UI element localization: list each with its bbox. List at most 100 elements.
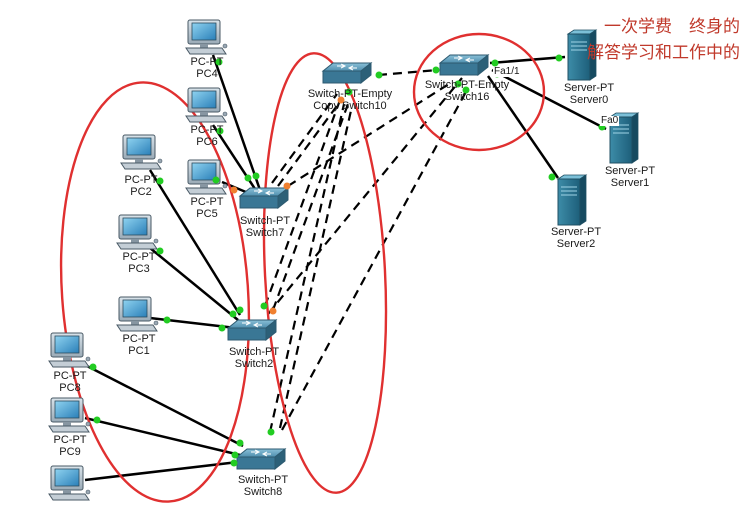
switch8-icon[interactable] (236, 448, 286, 470)
link-status-lights (89, 54, 606, 467)
server2-icon[interactable] (557, 174, 587, 226)
switch8-name: Switch8 (243, 486, 283, 498)
xlink-switch7-switch10b[interactable] (277, 98, 343, 187)
pc3-icon[interactable] (116, 214, 159, 250)
switch10-label: Switch-PT-Empty Copy Switch10 (308, 88, 392, 112)
switch8-label: Switch-PT Switch8 (238, 474, 288, 498)
link-light (260, 302, 268, 310)
link-light (555, 54, 563, 62)
server2-type: Server-PT (550, 226, 602, 238)
link-light (93, 416, 101, 424)
server0-label: Server-PT Server0 (564, 82, 614, 106)
xlink-switch7-switch10a[interactable] (271, 93, 338, 184)
link-light (345, 88, 353, 96)
pc2-icon[interactable] (120, 134, 163, 170)
pc8-type: PC-PT (53, 370, 87, 382)
switch7-icon[interactable] (239, 187, 289, 209)
xlink-switch2-switch10a[interactable] (263, 99, 342, 307)
link-switch16-server0[interactable] (489, 55, 566, 65)
pc2-type: PC-PT (124, 174, 158, 186)
pc8-name: PC8 (59, 382, 81, 394)
link-light-pending (337, 96, 345, 104)
server2-name: Server2 (556, 238, 596, 250)
link-pc9-switch8[interactable] (84, 416, 241, 457)
pc4-icon[interactable] (185, 19, 228, 55)
link-light (236, 306, 244, 314)
switch16-type: Switch-PT-Empty (424, 79, 510, 91)
pc5-type: PC-PT (190, 196, 224, 208)
xlink-switch10-switch16[interactable] (377, 68, 439, 77)
switch16-name: Switch16 (444, 91, 490, 103)
link-light (230, 459, 238, 467)
pc8-icon[interactable] (48, 332, 91, 368)
switch2-type: Switch-PT (228, 346, 280, 358)
annotation-ellipse-distribution (262, 52, 388, 494)
link-light (229, 310, 237, 318)
annotation-ellipse-access (59, 81, 251, 503)
pc3-label: PC-PT PC3 (123, 251, 156, 275)
pc4-type: PC-PT (190, 56, 224, 68)
switch10-type: Switch-PT-Empty (307, 88, 393, 100)
link-pc3-switch2[interactable] (149, 247, 239, 321)
switch16-icon[interactable] (439, 54, 489, 76)
pc6-icon[interactable] (185, 87, 228, 123)
xlink-switch7-switch16[interactable] (287, 81, 453, 187)
switch16-label: Switch-PT-Empty Switch16 (425, 79, 509, 103)
link-light (212, 176, 220, 184)
switch2-label: Switch-PT Switch2 (229, 346, 279, 370)
pc9-icon[interactable] (48, 397, 91, 433)
pc6-label: PC-PT PC6 (191, 124, 224, 148)
watermark-line-2: 解答学习和工作中的 (587, 43, 740, 63)
link-pc8-switch8[interactable] (84, 363, 244, 448)
pc1-icon[interactable] (116, 296, 159, 332)
pc6-type: PC-PT (190, 124, 224, 136)
pc4-label: PC-PT PC4 (191, 56, 224, 80)
link-light (244, 174, 252, 182)
link-light-pending (269, 307, 277, 315)
pc1-name: PC1 (128, 345, 150, 357)
link-light (375, 71, 383, 79)
port-label-fa0: Fa0 (600, 115, 620, 126)
link-light (218, 324, 226, 332)
pc10-icon[interactable] (48, 465, 91, 501)
link-light (89, 363, 97, 371)
pc6-name: PC6 (196, 136, 218, 148)
link-light-pending (230, 186, 238, 194)
pc1-label: PC-PT PC1 (123, 333, 156, 357)
pc1-type: PC-PT (122, 333, 156, 345)
pc3-type: PC-PT (122, 251, 156, 263)
xlink-switch2-switch16[interactable] (267, 77, 463, 315)
link-light (454, 80, 462, 88)
pc9-name: PC9 (59, 446, 81, 458)
pc5-label: PC-PT PC5 (191, 196, 224, 220)
xlink-switch8-switch16[interactable] (281, 87, 469, 431)
xlink-switch8-switch10b[interactable] (278, 105, 354, 429)
server2-label: Server-PT Server2 (551, 226, 601, 250)
pc8-label: PC-PT PC8 (54, 370, 87, 394)
link-light (215, 58, 223, 66)
pc5-name: PC5 (196, 208, 218, 220)
server0-name: Server0 (569, 94, 609, 106)
link-light (252, 172, 260, 180)
port-label-fa1-1: Fa1/1 (493, 66, 521, 77)
link-light (216, 127, 224, 135)
pc9-type: PC-PT (53, 434, 87, 446)
server1-label: Server-PT Server1 (605, 165, 655, 189)
pc9-label: PC-PT PC9 (54, 434, 87, 458)
link-pc2-switch2[interactable] (148, 169, 242, 316)
link-pc10-switch8[interactable] (84, 460, 239, 482)
link-light (156, 177, 164, 185)
crossover-links (263, 68, 469, 433)
link-light (491, 59, 499, 67)
link-pc4-switch7[interactable] (211, 54, 262, 191)
link-light (267, 428, 275, 436)
switch2-icon[interactable] (227, 319, 277, 341)
link-switch16-server2[interactable] (486, 75, 560, 179)
switch10-icon[interactable] (322, 62, 372, 84)
link-light (156, 247, 164, 255)
annotation-circles (59, 32, 546, 503)
pc2-name: PC2 (130, 186, 152, 198)
xlink-switch8-switch10a[interactable] (268, 103, 346, 433)
link-switch16-server1[interactable] (491, 68, 607, 131)
